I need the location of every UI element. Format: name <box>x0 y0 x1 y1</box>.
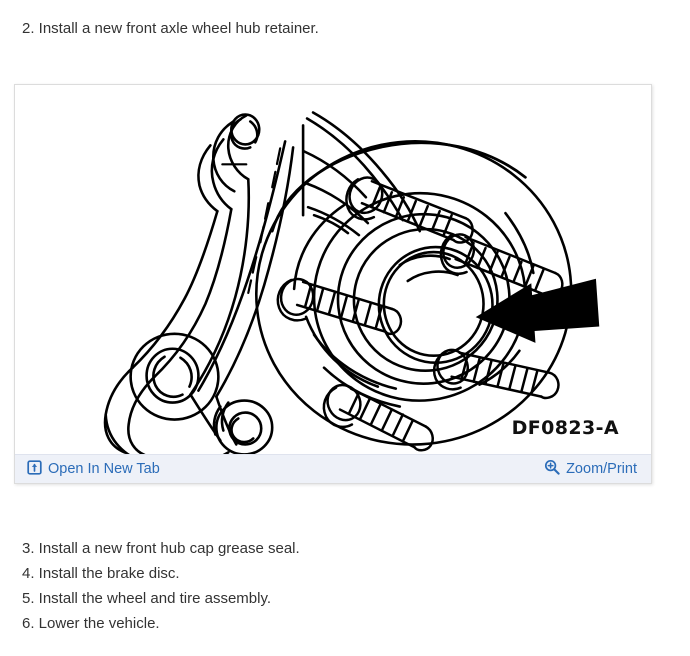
figure-panel: Line drawing of a front wheel hub and st… <box>14 84 652 484</box>
instruction-step: 5. Install the wheel and tire assembly. <box>22 590 272 607</box>
open-in-new-tab-icon <box>27 459 42 479</box>
open-in-new-tab-label: Open In New Tab <box>48 460 160 477</box>
instruction-steps-top: 2. Install a new front axle wheel hub re… <box>0 0 690 41</box>
instruction-steps-bottom: 3. Install a new front hub cap grease se… <box>0 536 300 636</box>
wheel-stud <box>322 383 434 452</box>
figure-illustration: Line drawing of a front wheel hub and st… <box>15 85 651 454</box>
open-in-new-tab-link[interactable]: Open In New Tab <box>27 459 160 479</box>
figure-action-bar: Open In New Tab Zoom/Print <box>15 454 651 483</box>
instruction-step: 6. Lower the vehicle. <box>22 615 160 632</box>
instruction-step: 3. Install a new front hub cap grease se… <box>22 540 300 557</box>
figure-code-label: DF0823-A <box>511 417 619 439</box>
magnifier-plus-icon <box>544 459 560 479</box>
wheel-stud <box>432 348 560 400</box>
zoom-print-label: Zoom/Print <box>566 460 637 477</box>
wheel-stud <box>276 277 403 336</box>
wheel-hub-assembly-drawing: Line drawing of a front wheel hub and st… <box>103 111 600 454</box>
line-art-group <box>103 111 573 454</box>
instruction-step: 4. Install the brake disc. <box>22 565 180 582</box>
instruction-step: 2. Install a new front axle wheel hub re… <box>22 20 319 37</box>
zoom-print-link[interactable]: Zoom/Print <box>544 459 637 479</box>
wheel-stud <box>345 176 474 244</box>
callout-arrow-icon <box>475 278 600 343</box>
